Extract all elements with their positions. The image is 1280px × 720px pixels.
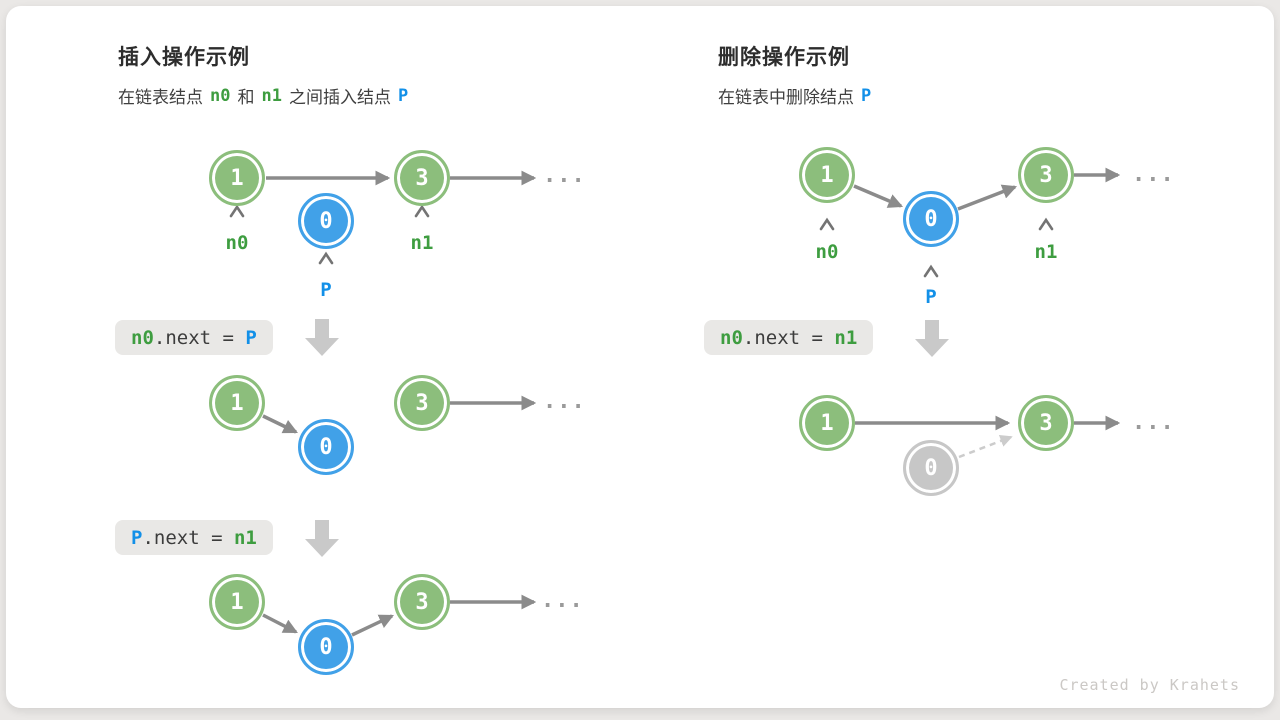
label-p: P <box>925 286 937 308</box>
node-value-1: 1 <box>209 150 265 206</box>
token-n0: n0 <box>210 85 231 106</box>
label-p: P <box>320 279 332 301</box>
node-value-text: 1 <box>230 390 244 416</box>
node-value-0: 0 <box>298 193 354 249</box>
node-value-text: 0 <box>319 434 333 460</box>
left-subtitle-text-2: 和 <box>237 88 255 108</box>
node-value-1: 1 <box>209 375 265 431</box>
left-subtitle: 在链表结点 n0 和 n1 之间插入结点 P <box>118 83 415 109</box>
node-value-text: 3 <box>415 165 429 191</box>
node-value-text: 3 <box>415 589 429 615</box>
node-value-3: 3 <box>1018 147 1074 203</box>
node-value-text: 3 <box>415 390 429 416</box>
node-value-1: 1 <box>209 574 265 630</box>
code-n0-next-n1: n0.next = n1 <box>704 320 874 355</box>
node-value-text: 0 <box>924 455 938 481</box>
label-n0: n0 <box>815 241 839 263</box>
node-value-3: 3 <box>394 150 450 206</box>
code-op: .next = <box>142 526 234 549</box>
node-value-1: 1 <box>799 147 855 203</box>
node-value-text: 1 <box>230 589 244 615</box>
node-value-text: 1 <box>820 410 834 436</box>
code-token: P <box>245 326 257 349</box>
label-n0: n0 <box>225 232 249 254</box>
node-value-0: 0 <box>298 619 354 675</box>
code-op: .next = <box>742 326 835 349</box>
node-value-text: 1 <box>820 162 834 188</box>
node-value-text: 0 <box>319 634 333 660</box>
right-subtitle-text-1: 在链表中删除结点 <box>718 88 854 108</box>
node-value-0-removed: 0 <box>903 440 959 496</box>
code-token: n0 <box>720 326 743 349</box>
right-subtitle: 在链表中删除结点 P <box>718 83 878 109</box>
left-title: 插入操作示例 <box>118 45 250 69</box>
node-value-1: 1 <box>799 395 855 451</box>
code-token: n1 <box>834 326 858 349</box>
token-p: P <box>397 85 409 106</box>
token-p: P <box>861 85 872 106</box>
code-op: .next = <box>153 326 246 349</box>
node-value-text: 3 <box>1039 410 1053 436</box>
code-token: n0 <box>131 326 154 349</box>
label-n1: n1 <box>1034 241 1058 263</box>
node-value-0: 0 <box>298 419 354 475</box>
node-value-3: 3 <box>1018 395 1074 451</box>
code-token: n1 <box>233 526 257 549</box>
ellipsis: ... <box>1132 410 1175 435</box>
right-title: 删除操作示例 <box>718 45 850 69</box>
node-value-text: 0 <box>924 206 938 232</box>
label-n1: n1 <box>410 232 434 254</box>
code-p-next-n1: P.next = n1 <box>115 520 273 555</box>
left-subtitle-text-1: 在链表结点 <box>118 88 203 108</box>
diagram-card <box>6 6 1274 708</box>
ellipsis: ... <box>543 163 586 188</box>
ellipsis: ... <box>543 389 586 414</box>
node-value-text: 3 <box>1039 162 1053 188</box>
node-value-3: 3 <box>394 574 450 630</box>
ellipsis: ... <box>1132 162 1175 187</box>
left-subtitle-text-3: 之间插入结点 <box>288 88 391 108</box>
code-n0-next-p: n0.next = P <box>115 320 273 355</box>
node-value-text: 1 <box>230 165 244 191</box>
credit-text: Created by Krahets <box>1059 676 1240 694</box>
node-value-0: 0 <box>903 191 959 247</box>
node-value-3: 3 <box>394 375 450 431</box>
ellipsis: ... <box>541 588 584 613</box>
node-value-text: 0 <box>319 208 333 234</box>
code-token: P <box>131 526 143 549</box>
token-n1: n1 <box>261 85 282 106</box>
